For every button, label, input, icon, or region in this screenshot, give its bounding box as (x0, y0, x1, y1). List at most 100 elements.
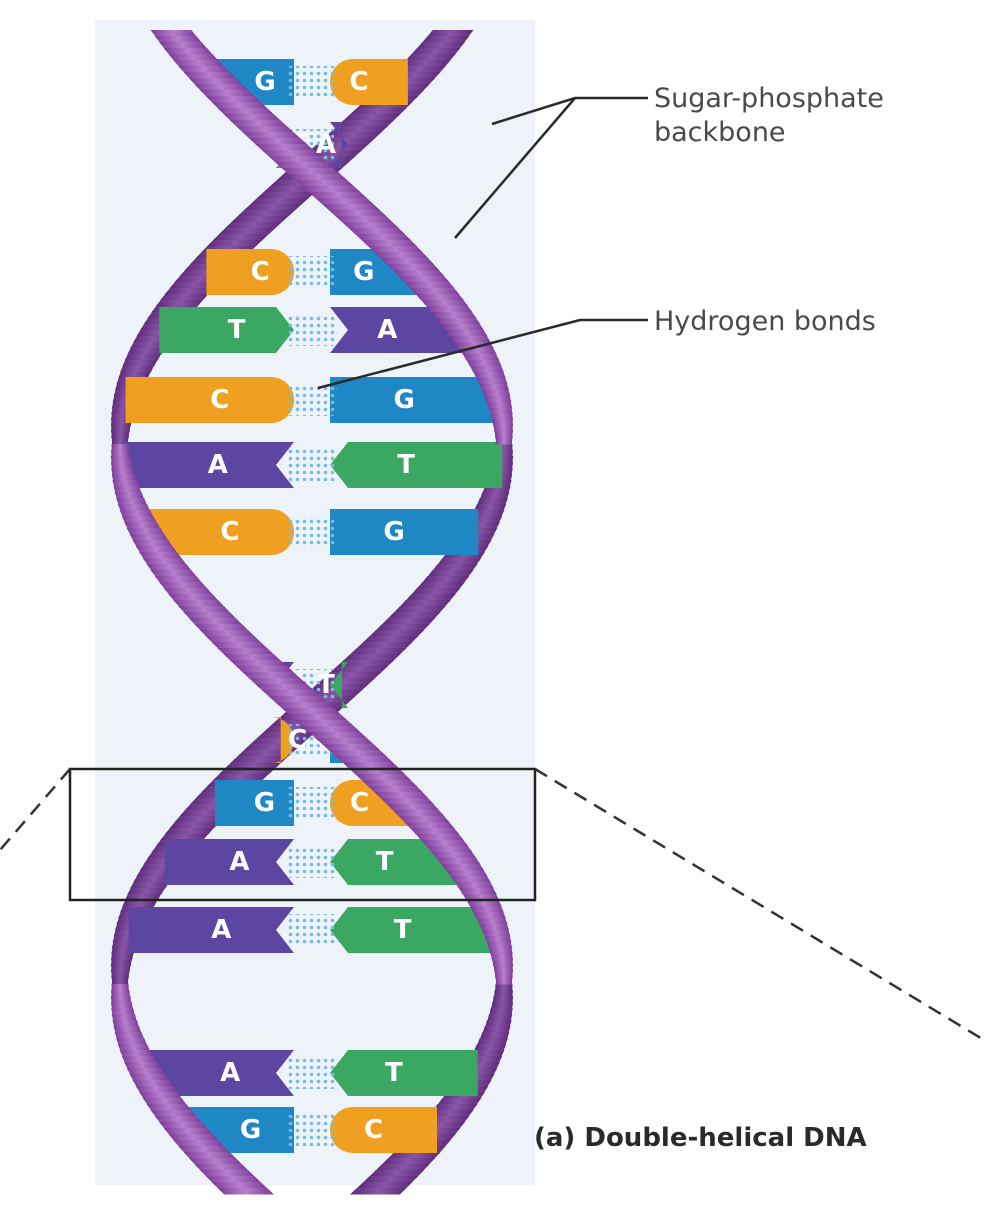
sugar-phosphate-backbone-segment (119, 510, 154, 517)
sugar-phosphate-backbone-segment (405, 594, 456, 601)
sugar-phosphate-backbone-segment (168, 1134, 219, 1141)
sugar-phosphate-backbone-segment (183, 612, 236, 619)
sugar-phosphate-backbone-segment (127, 888, 166, 895)
base-label-left: G (254, 67, 275, 97)
sugar-phosphate-backbone-segment (426, 306, 473, 313)
sugar-phosphate-backbone-segment (427, 1110, 474, 1117)
sugar-phosphate-backbone-segment (336, 120, 395, 127)
sugar-phosphate-backbone-segment (356, 642, 413, 649)
sugar-phosphate-backbone-segment (470, 906, 504, 913)
sugar-phosphate-backbone-segment (348, 228, 406, 235)
sugar-phosphate-backbone-segment (212, 774, 269, 781)
sugar-phosphate-backbone-segment (301, 186, 361, 193)
sugar-phosphate-backbone-segment (120, 366, 154, 373)
sugar-phosphate-backbone-segment (432, 1104, 478, 1111)
sugar-phosphate-backbone-segment (381, 1158, 436, 1165)
base-label-left: A (211, 915, 231, 945)
base-label-right: G (353, 257, 374, 287)
sugar-phosphate-backbone-segment (268, 156, 328, 163)
sugar-phosphate-backbone-segment (421, 300, 469, 307)
sugar-phosphate-backbone-segment (431, 852, 477, 859)
base-label-right: T (317, 670, 335, 700)
base-label-right: G (393, 385, 414, 415)
sugar-phosphate-backbone-segment (235, 126, 294, 133)
sugar-phosphate-backbone-segment (328, 750, 387, 757)
sugar-phosphate-backbone-segment (466, 360, 502, 367)
sugar-phosphate-backbone-segment (476, 918, 508, 925)
sugar-phosphate-backbone-segment (470, 366, 504, 373)
sugar-phosphate-backbone-segment (399, 600, 451, 607)
sugar-phosphate-backbone-segment (114, 492, 144, 499)
sugar-phosphate-backbone-segment (422, 36, 470, 43)
sugar-phosphate-backbone-segment (110, 960, 132, 967)
sugar-phosphate-backbone-segment (110, 462, 133, 469)
base-label-left: C (220, 517, 239, 547)
sugar-phosphate-backbone-segment (121, 516, 157, 523)
hydrogen-bond-dots (286, 1057, 338, 1089)
hydrogen-bond-dots (286, 516, 338, 548)
sugar-phosphate-backbone-segment (178, 66, 230, 73)
sugar-phosphate-backbone-segment (224, 762, 282, 769)
sugar-phosphate-backbone-segment (328, 210, 387, 217)
sugar-phosphate-backbone-segment (133, 876, 174, 883)
sugar-phosphate-backbone-segment (322, 744, 381, 751)
base-C-shape (125, 377, 294, 423)
sugar-phosphate-backbone-segment (116, 1038, 147, 1045)
sugar-phosphate-backbone-segment (380, 798, 435, 805)
sugar-phosphate-backbone-segment (410, 828, 460, 835)
sugar-phosphate-backbone-segment (482, 930, 511, 937)
sugar-phosphate-backbone-segment (308, 732, 368, 739)
sugar-phosphate-backbone-segment (135, 1086, 177, 1093)
base-label-right: T (394, 915, 412, 945)
sugar-phosphate-backbone-segment (343, 114, 401, 121)
base-label-left: G (254, 788, 275, 818)
base-T-shape (330, 662, 348, 708)
sugar-phosphate-backbone-segment (281, 168, 341, 175)
sugar-phosphate-backbone-segment (205, 96, 261, 103)
sugar-phosphate-backbone-segment (174, 816, 226, 823)
base-label-left: A (220, 1058, 240, 1088)
sugar-phosphate-backbone-segment (404, 822, 455, 829)
sugar-phosphate-backbone-segment (111, 450, 130, 457)
sugar-phosphate-backbone-segment (450, 876, 491, 883)
sugar-phosphate-backbone-segment (110, 456, 132, 463)
base-T-shape (330, 907, 496, 953)
sugar-phosphate-backbone-segment (474, 1044, 507, 1051)
sugar-phosphate-backbone-segment (183, 1152, 236, 1159)
sugar-phosphate-backbone-segment (146, 1104, 192, 1111)
base-label-right: G (383, 517, 404, 547)
panel-background (95, 20, 535, 1185)
sugar-phosphate-backbone-segment (188, 78, 243, 85)
sugar-phosphate-backbone-segment (111, 978, 129, 985)
sugar-phosphate-backbone-segment (150, 1110, 197, 1117)
sugar-phosphate-backbone-segment (441, 324, 485, 331)
base-A-shape (330, 122, 348, 168)
sugar-phosphate-backbone-segment (416, 582, 465, 589)
sugar-phosphate-backbone-segment (494, 432, 513, 439)
sugar-phosphate-backbone-segment (388, 612, 441, 619)
sugar-phosphate-backbone-segment (111, 432, 130, 439)
sugar-phosphate-backbone-segment (388, 1152, 441, 1159)
sugar-phosphate-backbone-segment (178, 1146, 230, 1153)
base-C-shape (330, 1107, 438, 1153)
sugar-phosphate-backbone-segment (230, 756, 289, 763)
sugar-phosphate-backbone-segment (183, 72, 236, 79)
sugar-phosphate-backbone-segment (466, 900, 502, 907)
sugar-phosphate-backbone-segment (485, 1020, 512, 1027)
sugar-phosphate-backbone-segment (295, 180, 355, 187)
sugar-phosphate-backbone-segment (212, 234, 269, 241)
sugar-phosphate-backbone-segment (323, 132, 382, 139)
base-label-right: C (364, 1115, 383, 1145)
base-G-shape (330, 509, 479, 555)
sugar-phosphate-backbone-segment (159, 1122, 208, 1129)
sugar-phosphate-backbone-segment (111, 468, 135, 475)
sugar-phosphate-backbone-segment (381, 618, 436, 625)
sugar-phosphate-backbone-segment (361, 240, 418, 247)
sugar-phosphate-backbone-segment (164, 288, 214, 295)
sugar-phosphate-backbone-segment (411, 48, 461, 55)
base-A-shape (330, 307, 465, 353)
sugar-phosphate-backbone-segment (121, 1056, 157, 1063)
sugar-phosphate-backbone-segment (194, 84, 249, 91)
sugar-phosphate-backbone-segment (163, 588, 213, 595)
